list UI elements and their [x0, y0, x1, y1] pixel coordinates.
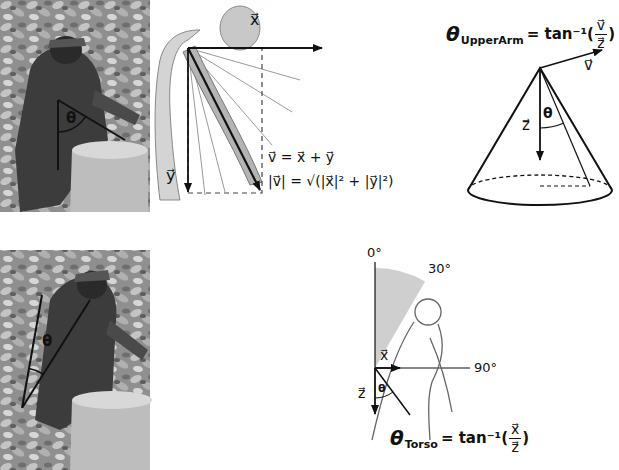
- magnitude-equation: |v⃗| = √(|x⃗|² + |y⃗|²): [268, 174, 394, 188]
- angle-label: θ: [378, 383, 386, 394]
- vector-label: y⃗: [166, 168, 175, 184]
- formula-subscript: Torso: [405, 439, 438, 450]
- fraction-denominator: z⃗: [511, 440, 518, 454]
- angle-tick-label: 90°: [474, 361, 497, 374]
- torso-diagram: [372, 262, 470, 440]
- photo-top: [0, 0, 150, 212]
- vector-label: z⃗: [522, 118, 530, 133]
- fraction-denominator: z⃗: [597, 36, 604, 50]
- formula-symbol: θ: [446, 24, 460, 44]
- formula-text: = tan⁻¹(: [441, 431, 508, 446]
- vector-label: z⃗: [358, 386, 365, 400]
- formula-text: ): [522, 431, 529, 446]
- formula-text: ): [608, 27, 615, 42]
- vector-label: x⃗: [380, 348, 388, 362]
- cone-diagram: [468, 50, 612, 205]
- angle-label: θ: [66, 111, 76, 126]
- angle-tick-label: 0°: [367, 246, 382, 259]
- fraction-bar: [509, 438, 521, 440]
- fraction-numerator: v⃗: [597, 18, 605, 32]
- fraction-numerator: x⃗: [511, 422, 519, 436]
- angle-label: θ: [543, 106, 553, 120]
- fraction-bar: [595, 34, 607, 36]
- vector-label: x⃗: [250, 12, 259, 28]
- upper-arm-diagram: [155, 6, 322, 200]
- angle-label: θ: [42, 334, 52, 349]
- formula-symbol: θ: [390, 428, 404, 448]
- formula-text: = tan⁻¹(: [527, 27, 594, 42]
- vector-equation: v⃗ = x⃗ + y⃗: [268, 150, 334, 164]
- photo-bottom: [0, 250, 152, 470]
- vector-label: v⃗: [584, 58, 593, 73]
- formula-subscript: UpperArm: [461, 35, 524, 46]
- angle-tick-label: 30°: [428, 262, 451, 275]
